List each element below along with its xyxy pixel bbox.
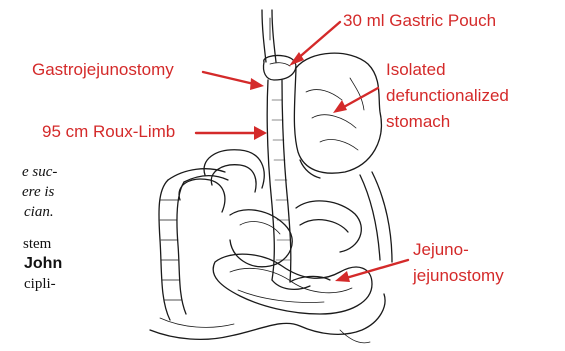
body-text-fragment: John <box>24 255 62 272</box>
label-jejunojejunostomy-line-2: jejunostomy <box>413 266 504 286</box>
label-gastric-pouch: 30 ml Gastric Pouch <box>343 11 496 31</box>
label-arrows <box>196 22 408 282</box>
body-text-fragment: cian. <box>24 204 54 221</box>
body-text-fragment: e suc- <box>22 164 57 181</box>
label-isolated-line-3: stomach <box>386 112 450 132</box>
label-isolated-line-2: defunctionalized <box>386 86 509 106</box>
isolated-stomach <box>294 53 381 178</box>
arrow-gastrojejunostomy <box>203 72 264 90</box>
label-isolated-line-1: Isolated <box>386 60 446 80</box>
arrow-isolated-stomach <box>333 88 378 113</box>
roux-limb <box>267 80 291 282</box>
label-jejunojejunostomy-line-1: Jejuno- <box>413 240 469 260</box>
body-text-fragment: ere is <box>22 184 54 201</box>
colon <box>159 169 392 320</box>
body-text-fragment: stem <box>23 236 51 253</box>
esophagus <box>262 10 276 62</box>
gastric-pouch <box>263 55 295 80</box>
label-gastrojejunostomy: Gastrojejunostomy <box>32 60 174 80</box>
arrow-roux-limb <box>196 126 267 140</box>
label-roux-limb: 95 cm Roux-Limb <box>42 122 175 142</box>
body-text-fragment: cipli- <box>24 276 56 293</box>
small-intestine <box>150 150 385 343</box>
arrow-gastric-pouch <box>289 22 340 66</box>
